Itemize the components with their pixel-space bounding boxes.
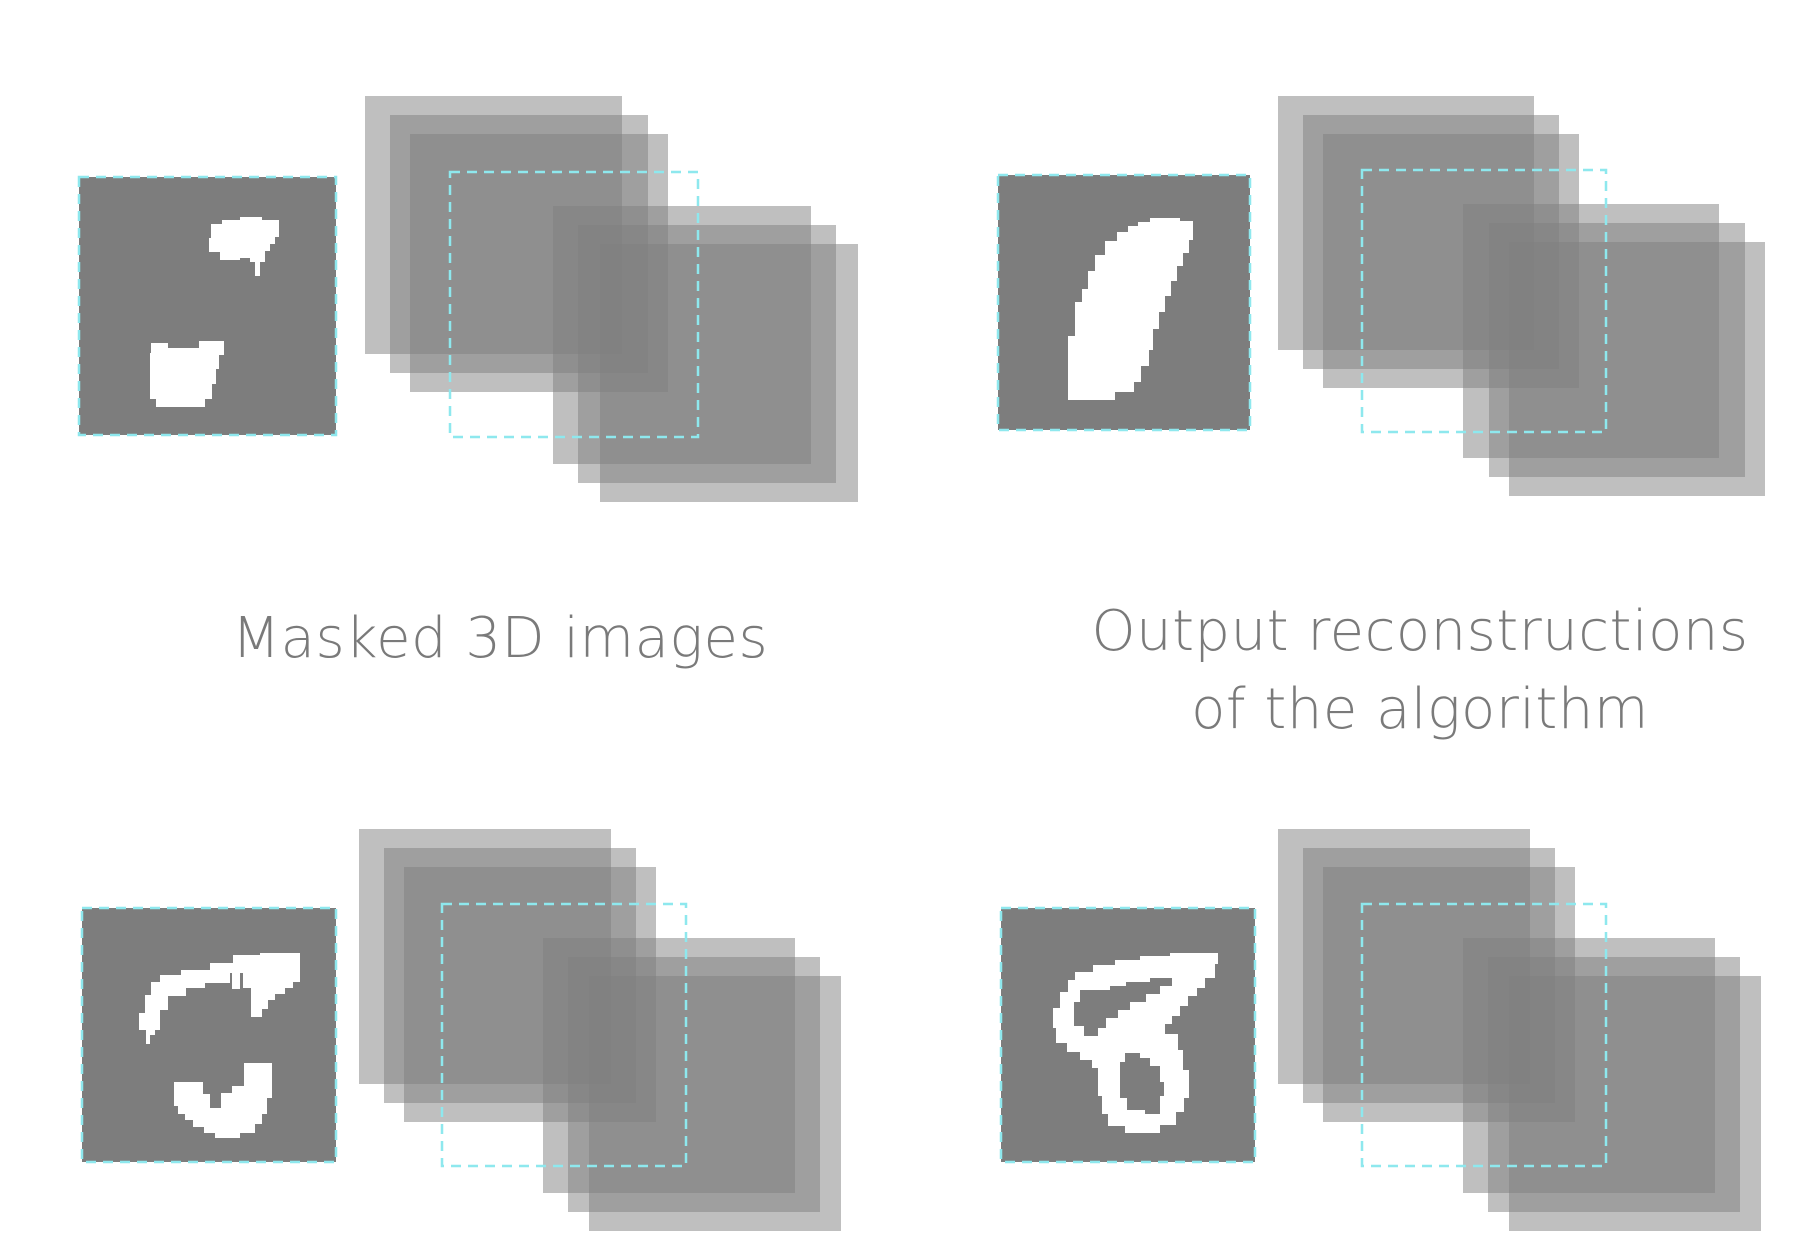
front-slice	[79, 177, 336, 435]
selected-slice-outline	[448, 170, 700, 439]
volume-stack	[365, 96, 858, 502]
front-slice	[1001, 908, 1255, 1162]
selected-slice-outline	[1360, 168, 1608, 434]
stack-slice-6	[1509, 242, 1765, 496]
masked-images-caption: Masked 3D images	[140, 600, 860, 678]
caption-line-1: Output reconstructions	[1091, 599, 1749, 664]
caption-text: Masked 3D images	[231, 606, 769, 671]
panel-masked-bottom	[80, 829, 841, 1231]
front-slice-outline	[77, 175, 338, 437]
selected-slice-outline	[440, 902, 688, 1168]
stack-slice-6	[1509, 976, 1761, 1231]
volume-stack	[1278, 829, 1761, 1231]
digit-masked-five	[139, 953, 300, 1138]
front-slice-outline	[999, 906, 1257, 1164]
stack-slice-6	[600, 244, 858, 502]
digit-masked-seven	[150, 217, 279, 407]
panel-masked-top	[77, 96, 858, 502]
digit-one	[1068, 218, 1193, 400]
caption-line-2: of the algorithm	[1191, 677, 1649, 742]
front-slice	[998, 175, 1250, 430]
volume-stack	[359, 829, 841, 1231]
volume-stack	[1278, 96, 1765, 496]
stack-slice-6	[589, 976, 841, 1231]
digit-eight	[1053, 953, 1218, 1133]
panel-output-top	[996, 96, 1765, 496]
front-slice-outline	[996, 173, 1252, 432]
front-slice	[82, 908, 336, 1162]
panel-output-bottom	[999, 829, 1761, 1231]
selected-slice-outline	[1360, 902, 1608, 1168]
front-slice-outline	[80, 906, 338, 1164]
output-reconstructions-caption: Output reconstructions of the algorithm	[1040, 593, 1800, 749]
